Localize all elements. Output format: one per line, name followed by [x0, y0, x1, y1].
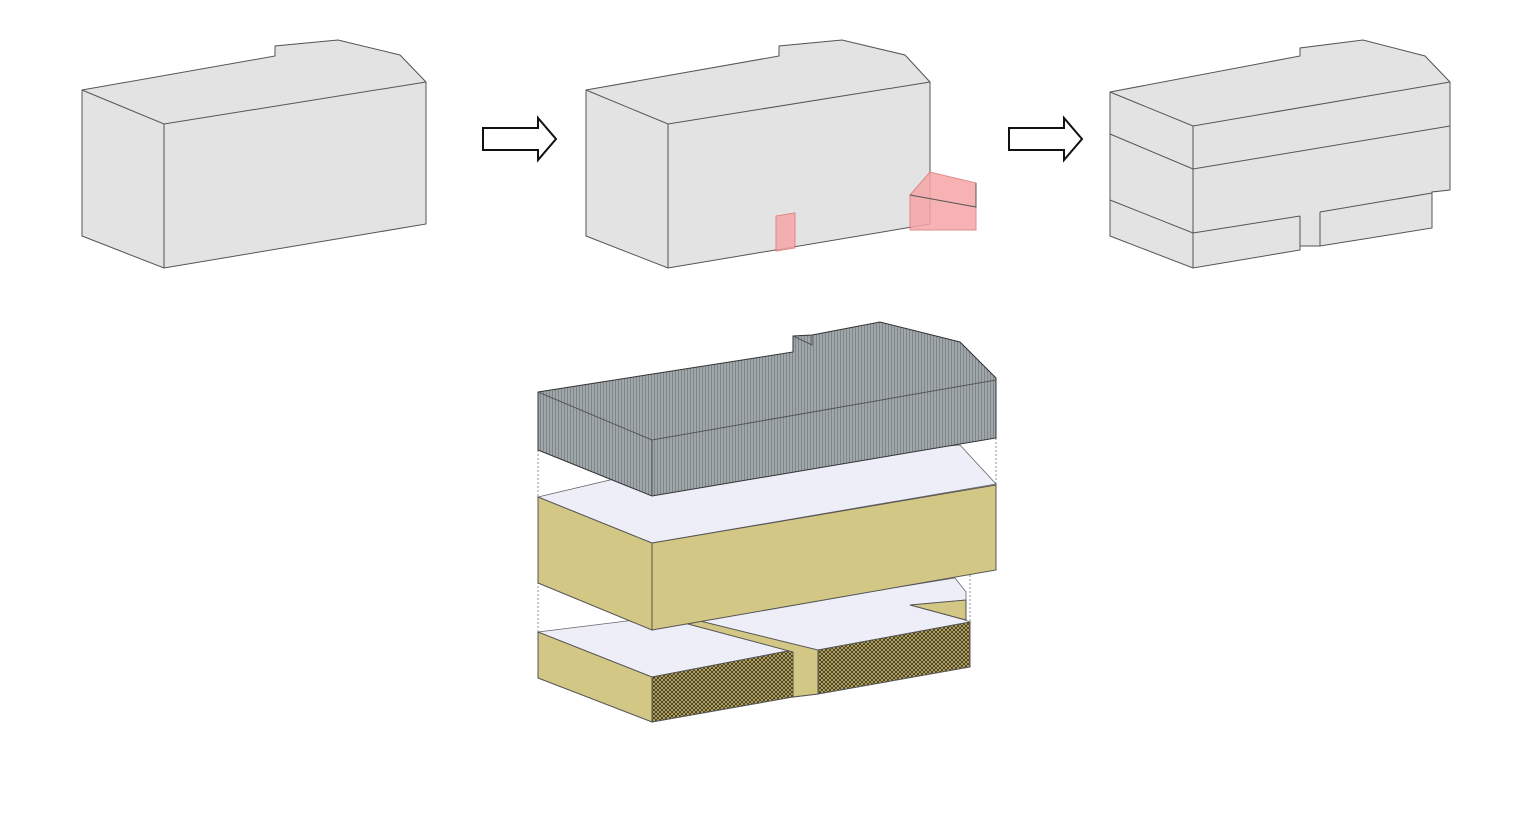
ground-floor-layer — [537, 577, 972, 723]
massing-step-1 — [81, 39, 427, 269]
arrow-right-icon — [482, 115, 558, 163]
massing-step-2 — [585, 39, 977, 269]
upper-floor-layer — [536, 444, 997, 631]
roof-layer — [537, 321, 997, 497]
arrow-right-icon — [1008, 115, 1084, 163]
subtraction-entrance — [775, 212, 796, 252]
massing-step-3 — [1109, 39, 1451, 269]
exploded-axonometric — [536, 321, 997, 723]
